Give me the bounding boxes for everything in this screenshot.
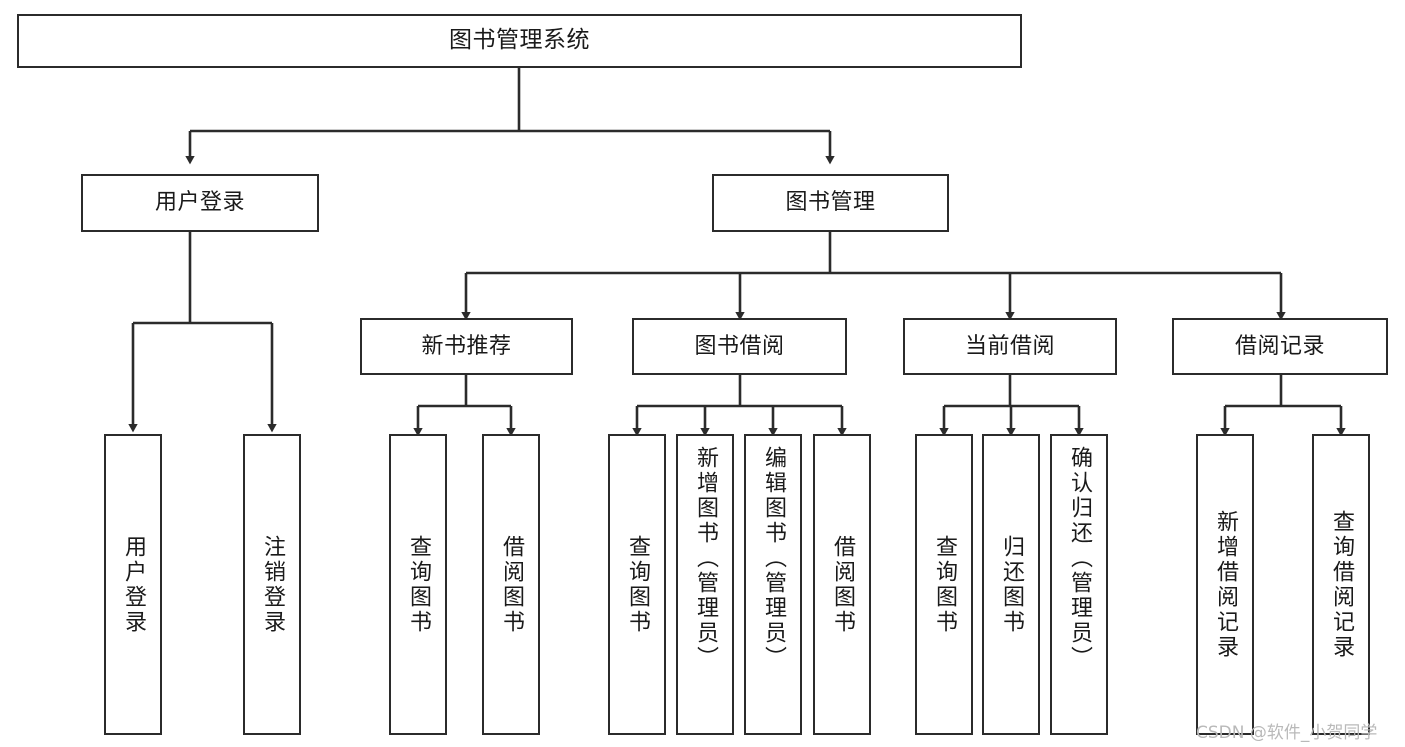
node-book-borrow[interactable]: 图书借阅 bbox=[632, 318, 847, 375]
node-label: 借阅记录 bbox=[1234, 333, 1325, 359]
node-label: 查询图书 bbox=[625, 534, 650, 635]
node-label: 新增图书（管理员） bbox=[693, 446, 718, 671]
leaf-edit-book-admin[interactable]: 编辑图书（管理员） bbox=[744, 434, 802, 735]
node-label: 用户登录 bbox=[121, 534, 146, 635]
node-label: 当前借阅 bbox=[964, 333, 1055, 359]
node-label: 查询图书 bbox=[932, 534, 957, 635]
leaf-add-borrow-record[interactable]: 新增借阅记录 bbox=[1196, 434, 1254, 735]
node-label: 图书借阅 bbox=[694, 333, 785, 359]
node-label: 注销登录 bbox=[260, 534, 285, 635]
node-current-borrow[interactable]: 当前借阅 bbox=[903, 318, 1117, 375]
leaf-confirm-return-admin[interactable]: 确认归还（管理员） bbox=[1050, 434, 1108, 735]
node-label: 新增借阅记录 bbox=[1213, 509, 1238, 660]
csdn-watermark: CSDN @软件_小贺同学 bbox=[1196, 723, 1378, 743]
leaf-user-login[interactable]: 用户登录 bbox=[104, 434, 162, 735]
node-label: 图书管理 bbox=[785, 190, 876, 216]
node-label: 用户登录 bbox=[154, 190, 245, 216]
leaf-query-book-current[interactable]: 查询图书 bbox=[915, 434, 973, 735]
leaf-query-book-borrow[interactable]: 查询图书 bbox=[608, 434, 666, 735]
node-new-book-recommend[interactable]: 新书推荐 bbox=[360, 318, 573, 375]
leaf-borrow-book-newbook[interactable]: 借阅图书 bbox=[482, 434, 540, 735]
node-label: 确认归还（管理员） bbox=[1067, 446, 1092, 671]
node-label: 编辑图书（管理员） bbox=[761, 446, 786, 671]
leaf-return-book[interactable]: 归还图书 bbox=[982, 434, 1040, 735]
node-label: 归还图书 bbox=[999, 534, 1024, 635]
node-label: 借阅图书 bbox=[499, 534, 524, 635]
leaf-query-book-newbook[interactable]: 查询图书 bbox=[389, 434, 447, 735]
node-borrow-record[interactable]: 借阅记录 bbox=[1172, 318, 1388, 375]
node-label: 新书推荐 bbox=[421, 333, 512, 359]
node-root-library-system[interactable]: 图书管理系统 bbox=[17, 14, 1022, 68]
node-book-management[interactable]: 图书管理 bbox=[712, 174, 949, 232]
node-label: 图书管理系统 bbox=[449, 27, 590, 54]
node-label: 查询借阅记录 bbox=[1329, 509, 1354, 660]
node-label: 查询图书 bbox=[406, 534, 431, 635]
leaf-borrow-book[interactable]: 借阅图书 bbox=[813, 434, 871, 735]
node-label: 借阅图书 bbox=[830, 534, 855, 635]
leaf-add-book-admin[interactable]: 新增图书（管理员） bbox=[676, 434, 734, 735]
node-user-login[interactable]: 用户登录 bbox=[81, 174, 319, 232]
leaf-logout-login[interactable]: 注销登录 bbox=[243, 434, 301, 735]
leaf-query-borrow-record[interactable]: 查询借阅记录 bbox=[1312, 434, 1370, 735]
